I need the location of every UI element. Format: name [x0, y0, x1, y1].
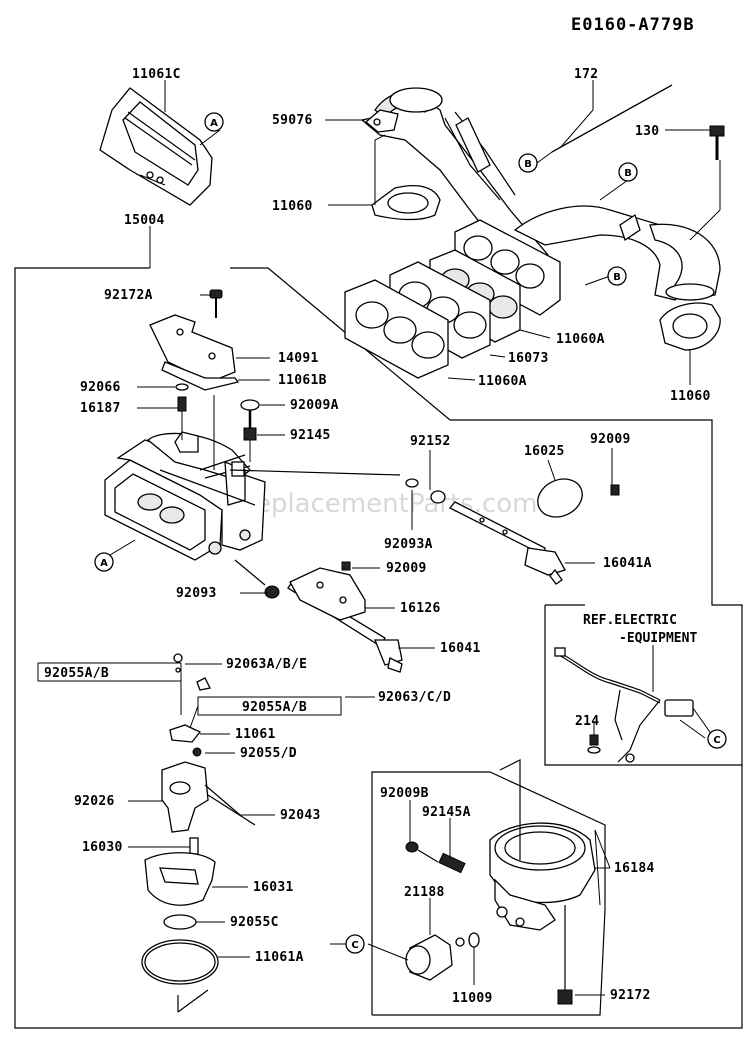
gasket-11060-upper-drawing [371, 185, 441, 221]
callout-b-2-label: B [624, 168, 632, 179]
throttle-body-drawing [405, 759, 596, 1005]
part-label-92145a: 92145A [422, 805, 471, 820]
part-label-92043: 92043 [280, 808, 321, 823]
part-label-214: 214 [575, 714, 599, 729]
part-label-16031: 16031 [253, 880, 294, 895]
part-label-11009: 11009 [452, 991, 493, 1006]
part-label-11060-top: 11060 [272, 199, 313, 214]
part-label-11061b: 11061B [278, 373, 327, 388]
part-label-15004: 15004 [124, 213, 165, 228]
watermark: eReplacementParts.com [222, 489, 538, 519]
part-label-16025: 16025 [524, 444, 565, 459]
part-label-172: 172 [574, 67, 598, 82]
part-label-16041: 16041 [440, 641, 481, 656]
ref-electric-label-line2: -EQUIPMENT [619, 631, 697, 646]
part-label-16073: 16073 [508, 351, 549, 366]
part-label-92066: 92066 [80, 380, 121, 395]
ref-electric-label-line1: REF.ELECTRIC [583, 613, 677, 628]
float-assembly-drawing [141, 653, 256, 1013]
choke-bracket-drawing [149, 289, 240, 391]
part-label-11061a: 11061A [255, 950, 304, 965]
diagram-code: E0160-A779B [571, 15, 695, 35]
part-label-92172a: 92172A [104, 288, 153, 303]
part-label-16126: 16126 [400, 601, 441, 616]
callout-a-bottom-label: A [100, 558, 108, 569]
intake-manifold-drawing [360, 87, 721, 316]
part-label-11060-right: 11060 [670, 389, 711, 404]
part-label-92093a: 92093A [384, 537, 433, 552]
part-label-92055ab-1: 92055A/B [44, 666, 109, 681]
part-label-92093: 92093 [176, 586, 217, 601]
part-label-92009b: 92009B [380, 786, 429, 801]
part-label-59076: 59076 [272, 113, 313, 128]
callout-b-1-label: B [524, 159, 532, 170]
part-label-92009a: 92009A [290, 398, 339, 413]
bolt-130-drawing [709, 125, 725, 160]
callout-b-1 [518, 153, 538, 173]
leader-lines [37, 80, 721, 996]
part-label-92063abe: 92063A/B/E [226, 657, 307, 672]
part-label-92145: 92145 [290, 428, 331, 443]
part-label-14091: 14091 [278, 351, 319, 366]
part-label-92026: 92026 [74, 794, 115, 809]
part-label-92009-top: 92009 [590, 432, 631, 447]
part-label-92009-mid: 92009 [386, 561, 427, 576]
electric-solenoid-drawing [554, 647, 694, 763]
callout-b-2 [618, 162, 638, 182]
gasket-11061c-drawing [99, 87, 213, 206]
callout-c-2 [345, 934, 365, 954]
stud-172-drawing [551, 84, 673, 153]
callout-circles: A A B B B C C [94, 112, 727, 954]
carburetor-body-drawing [104, 431, 266, 561]
part-label-21188: 21188 [404, 885, 445, 900]
callout-a-top [204, 112, 224, 132]
gasket-11060-right-drawing [659, 302, 721, 351]
part-label-11061c: 11061C [132, 67, 181, 82]
callout-c-2-label: C [351, 940, 358, 951]
part-label-130: 130 [635, 124, 659, 139]
callout-a-top-label: A [210, 118, 218, 129]
part-label-11060a-1: 11060A [556, 332, 605, 347]
small-fasteners-drawing [175, 383, 260, 470]
part-label-11060a-2: 11060A [478, 374, 527, 389]
part-label-92152: 92152 [410, 434, 451, 449]
callout-b-3-label: B [613, 272, 621, 283]
part-labels: 11061C 59076 172 130 11060 15004 92172A … [44, 67, 711, 1006]
part-label-92055c: 92055C [230, 915, 279, 930]
part-label-92055d: 92055/D [240, 746, 297, 761]
part-label-16187: 16187 [80, 401, 121, 416]
part-label-92172: 92172 [610, 988, 651, 1003]
gasket-stack-drawing [344, 249, 521, 379]
callout-c-1-label: C [713, 735, 720, 746]
part-label-16041a: 16041A [603, 556, 652, 571]
part-label-92063cd: 92063/C/D [378, 690, 451, 705]
callout-a-bottom [94, 552, 114, 572]
callout-c-1 [707, 729, 727, 749]
part-label-11061: 11061 [235, 727, 276, 742]
part-label-16030: 16030 [82, 840, 123, 855]
part-label-16184: 16184 [614, 861, 655, 876]
part-label-92055ab-2: 92055A/B [242, 700, 307, 715]
choke-shaft-drawing [229, 469, 620, 585]
throttle-shaft-drawing [234, 559, 403, 673]
callout-b-3 [607, 266, 627, 286]
